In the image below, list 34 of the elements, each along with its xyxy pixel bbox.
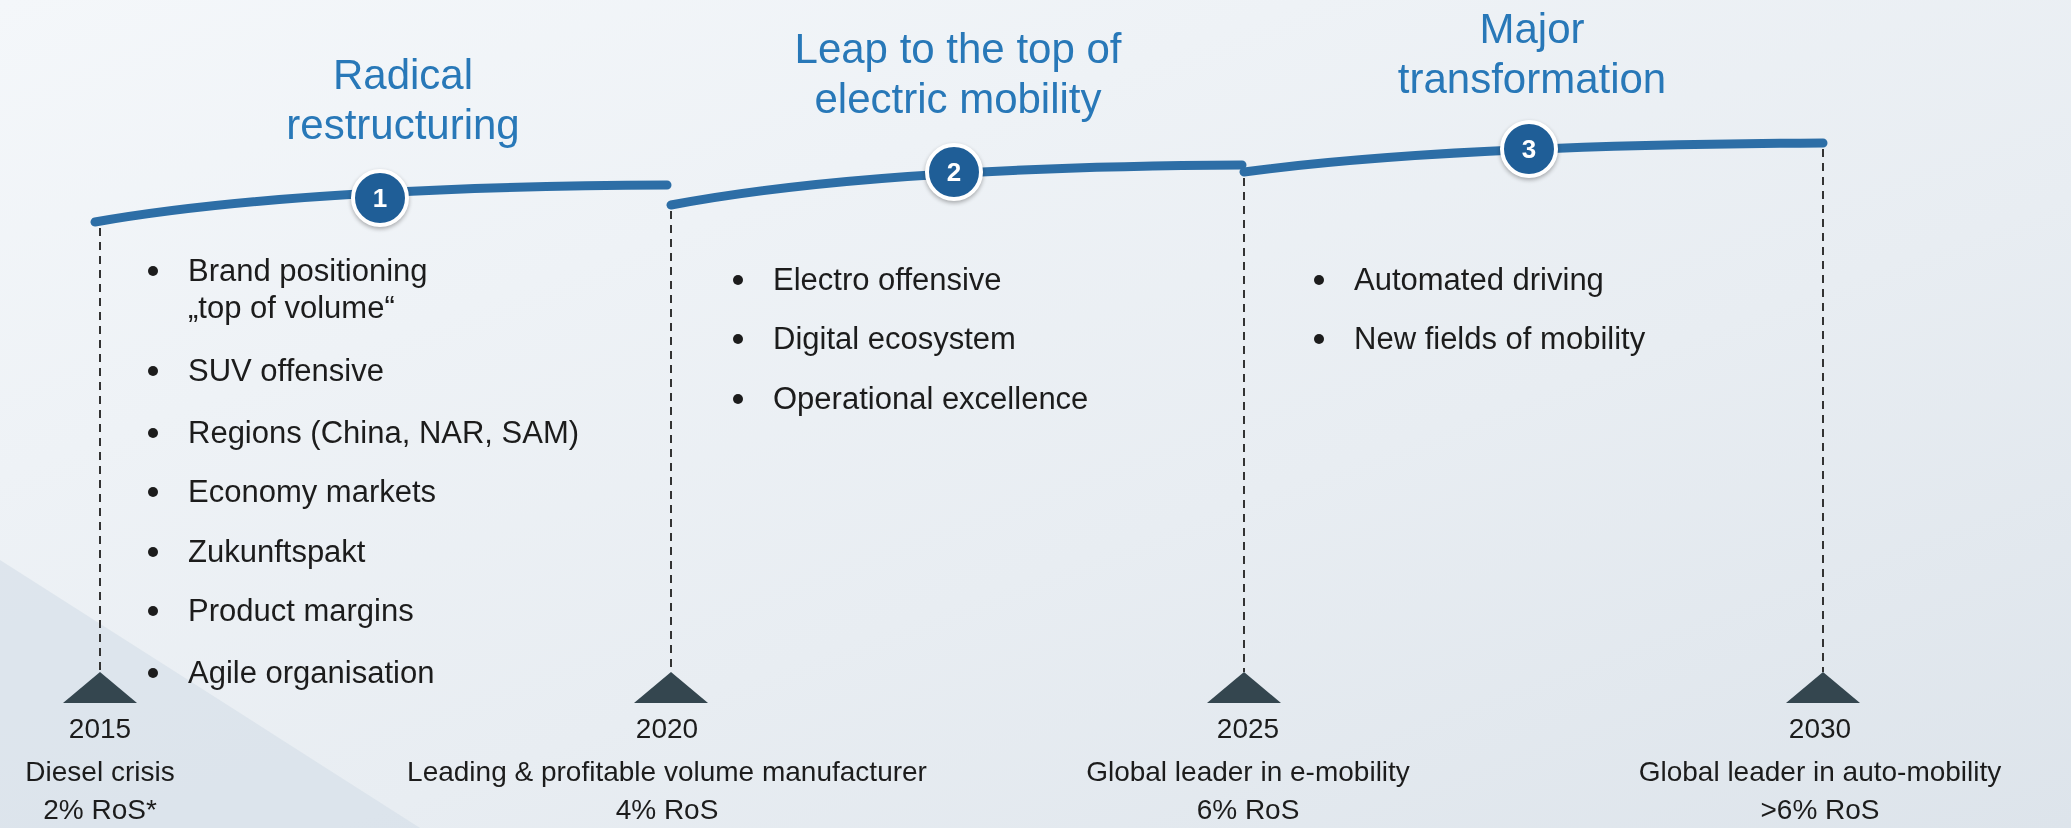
bullet-item: Zukunftspakt bbox=[140, 533, 366, 571]
bullet-item: SUV offensive bbox=[140, 352, 384, 390]
milestone-text: Diesel crisis bbox=[25, 755, 175, 789]
bullet-item: Automated driving bbox=[1306, 261, 1604, 299]
milestone-text: 2025 bbox=[1216, 712, 1280, 746]
milestone-text: Leading & profitable volume manufacturer bbox=[407, 755, 927, 789]
milestone-text: >6% RoS bbox=[1760, 793, 1880, 827]
step-number-circle: 1 bbox=[351, 169, 409, 227]
milestone-text: 6% RoS bbox=[1196, 793, 1300, 827]
milestone-text: Global leader in e-mobility bbox=[1086, 755, 1410, 789]
milestone-text: Global leader in auto-mobility bbox=[1638, 755, 2002, 789]
phase-heading: Major transformation bbox=[1396, 4, 1668, 105]
milestone-triangle bbox=[634, 672, 708, 703]
bullet-item: Electro offensive bbox=[725, 261, 1002, 299]
bullet-item: Product margins bbox=[140, 592, 414, 630]
milestone-text: 4% RoS bbox=[615, 793, 719, 827]
bullet-item: Economy markets bbox=[140, 473, 437, 511]
bullet-item: Operational excellence bbox=[725, 380, 1089, 418]
milestone-text: 2% RoS* bbox=[43, 793, 157, 827]
step-number-circle: 2 bbox=[925, 143, 983, 201]
bullet-item: Digital ecosystem bbox=[725, 320, 1016, 358]
bullet-item: Brand positioning „top of volume“ bbox=[140, 252, 428, 327]
milestone-text: 2020 bbox=[635, 712, 699, 746]
milestone-triangle bbox=[1207, 672, 1281, 703]
bullet-item: Agile organisation bbox=[140, 654, 435, 692]
phase-heading: Radical restructuring bbox=[285, 50, 521, 151]
milestone-text: 2030 bbox=[1788, 712, 1852, 746]
milestone-triangle bbox=[1786, 672, 1860, 703]
bullet-item: Regions (China, NAR, SAM) bbox=[140, 414, 580, 452]
step-number-circle: 3 bbox=[1500, 120, 1558, 178]
phase-heading: Leap to the top of electric mobility bbox=[793, 24, 1123, 125]
bullet-item: New fields of mobility bbox=[1306, 320, 1646, 358]
milestone-text: 2015 bbox=[68, 712, 132, 746]
milestone-triangle bbox=[63, 672, 137, 703]
